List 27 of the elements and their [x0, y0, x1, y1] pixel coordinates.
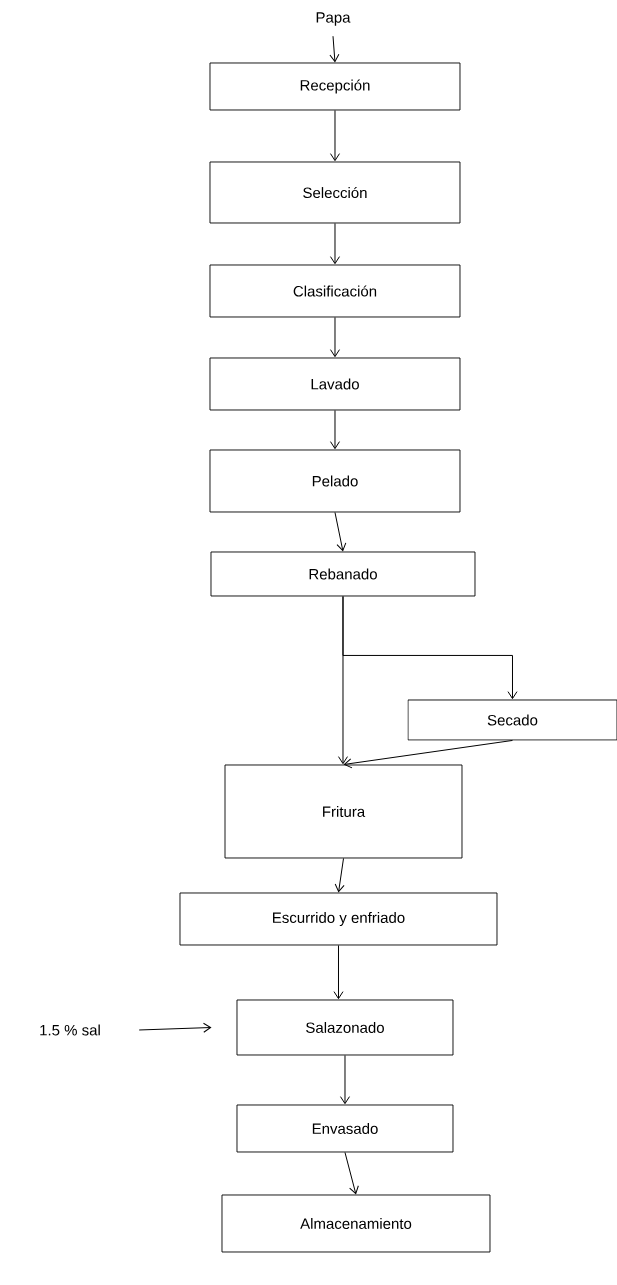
process-box: Recepción: [209, 62, 461, 111]
process-box: Lavado: [209, 357, 461, 411]
process-box: Salazonado: [236, 999, 454, 1056]
process-box: Fritura: [224, 764, 463, 859]
process-box: Clasificación: [209, 264, 461, 318]
process-box: Selección: [209, 161, 461, 224]
arrow: [330, 409, 340, 450]
arrow: [340, 1054, 350, 1105]
arrow: [343, 739, 513, 769]
input-label: 1.5 % sal: [40, 1024, 100, 1036]
arrow: [344, 1151, 359, 1195]
arrow: [330, 316, 340, 358]
process-box: Rebanado: [210, 551, 476, 597]
process-box: Pelado: [209, 449, 461, 513]
arrow: [334, 857, 345, 893]
process-box: Envasado: [236, 1104, 454, 1153]
arrow: [330, 222, 340, 265]
process-box: Almacenamiento: [221, 1194, 491, 1253]
arrow: [342, 595, 518, 700]
process-box: Secado: [407, 699, 617, 741]
arrow: [330, 109, 340, 162]
arrow: [333, 944, 344, 1000]
process-box: Escurrido y enfriado: [179, 892, 498, 946]
arrow: [334, 511, 347, 552]
arrow: [138, 1022, 212, 1033]
input-label: Papa: [316, 12, 351, 26]
arrow: [329, 35, 340, 63]
